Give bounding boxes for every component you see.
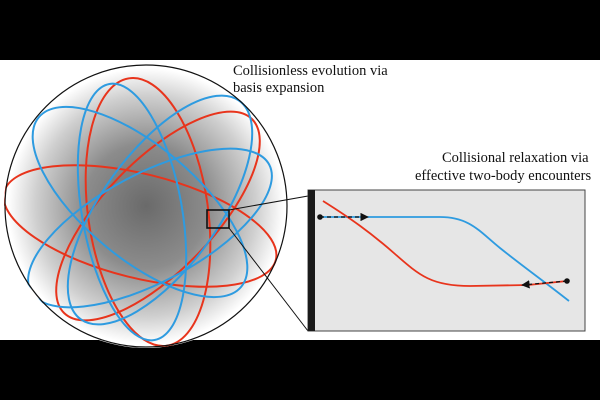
collisional-caption-line1: Collisional relaxation via <box>442 150 589 166</box>
collisionless-caption-line2: basis expansion <box>233 80 325 96</box>
particle-lower <box>564 278 570 284</box>
velocity-arrow-lower <box>521 280 568 289</box>
zoom-connector-bottom <box>228 227 309 332</box>
zoom-box <box>206 209 230 229</box>
blue-trajectory <box>320 216 570 302</box>
orbit-7 <box>76 82 188 342</box>
zoom-connector-top <box>228 195 309 211</box>
collisionless-caption-line1: Collisionless evolution via <box>233 63 388 79</box>
encounter-panel <box>307 189 586 332</box>
particle-upper <box>317 214 323 220</box>
panel-left-edge <box>308 190 315 331</box>
collisional-caption-line2: effective two-body encounters <box>415 168 591 184</box>
orbit-3 <box>55 110 261 322</box>
sphere-outline <box>4 64 288 348</box>
halo-sphere <box>4 64 288 348</box>
